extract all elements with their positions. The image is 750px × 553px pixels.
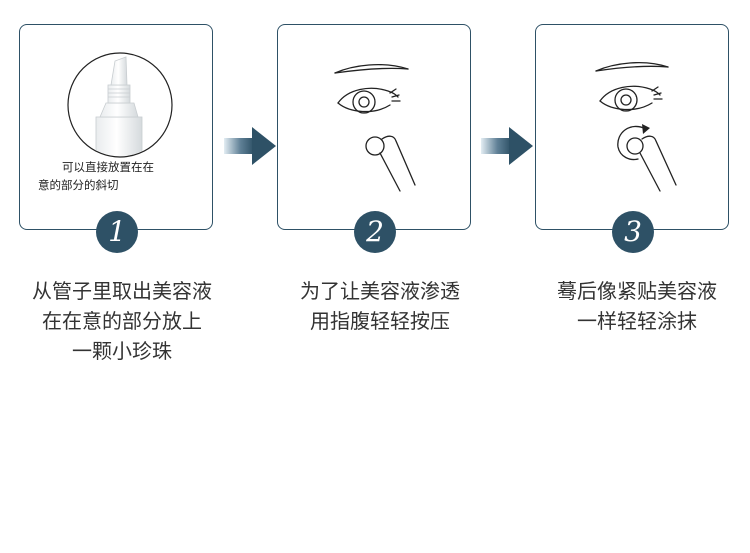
caption-line: 从管子里取出美容液 — [32, 279, 212, 303]
arrow-right-icon — [224, 127, 276, 165]
step-2-panel — [277, 24, 471, 230]
eye-icon — [595, 62, 669, 112]
arrow-right-icon — [481, 127, 533, 165]
fingertip-icon — [639, 135, 677, 192]
caption-line: 在在意的部分放上 — [42, 309, 202, 333]
step-2-badge: 2 — [354, 211, 396, 253]
eye-spread-illustration — [595, 62, 677, 192]
step-1-caption: 从管子里取出美容液 在在意的部分放上 一颗小珍珠 — [2, 276, 242, 366]
step-2-caption: 为了让美容液渗透 用指腹轻轻按压 — [260, 276, 500, 336]
caption-line: 一样轻轻涂抹 — [577, 309, 697, 333]
circular-motion-icon — [617, 124, 650, 161]
caption-line: 为了让美容液渗透 — [300, 279, 460, 303]
eye-fingertip-illustration — [334, 64, 416, 192]
tube-tip-icon — [67, 52, 173, 158]
step-3-caption: 蓦后像紧贴美容液 一样轻轻涂抹 — [517, 276, 750, 336]
fingertip-icon — [365, 135, 416, 192]
step-1-note-line: 意的部分的斜切 — [38, 178, 119, 192]
step-3-badge: 3 — [612, 211, 654, 253]
step-1-note: 可以直接放置在在 意的部分的斜切 — [38, 158, 208, 194]
step-3-panel — [535, 24, 729, 230]
caption-line: 蓦后像紧贴美容液 — [557, 279, 717, 303]
step-1-badge: 1 — [96, 211, 138, 253]
step-1-panel — [19, 24, 213, 230]
eye-icon — [334, 64, 409, 114]
caption-line: 用指腹轻轻按压 — [310, 309, 450, 333]
caption-line: 一颗小珍珠 — [72, 339, 172, 363]
step-1-note-line: 可以直接放置在在 — [62, 160, 154, 174]
